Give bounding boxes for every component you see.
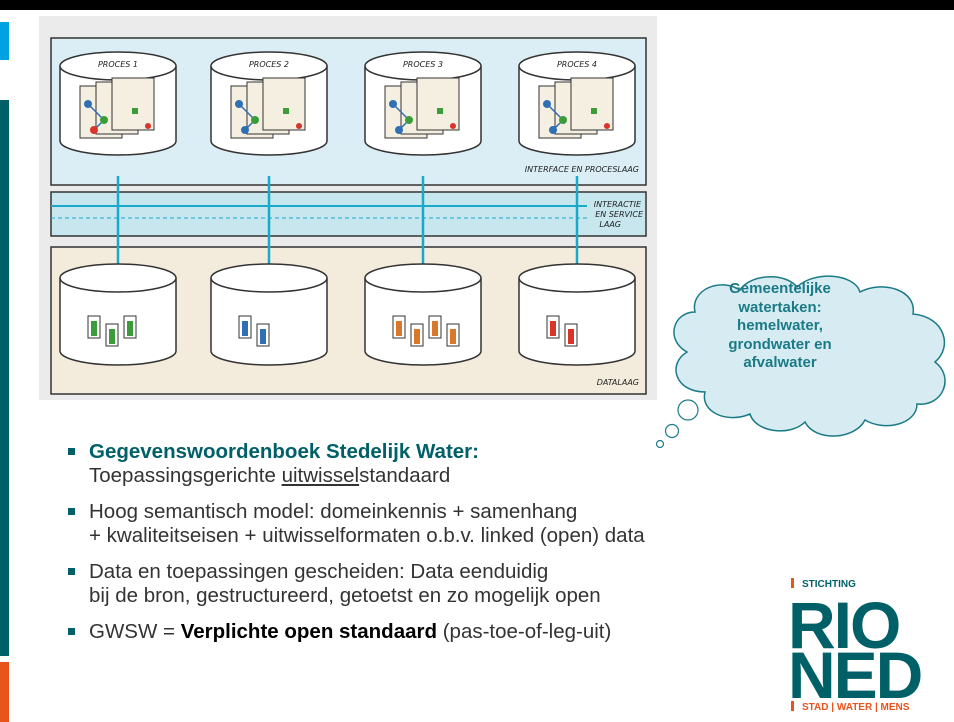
thought-bubble bbox=[655, 275, 946, 449]
callout-line-4: grondwater en bbox=[728, 335, 832, 353]
top-border bbox=[0, 0, 954, 10]
data-cylinder bbox=[210, 263, 328, 366]
bullet-4: GWSW = Verplichte open standaard (pas-to… bbox=[66, 620, 806, 644]
bullet-4-post: (pas-toe-of-leg-uit) bbox=[437, 620, 612, 643]
callout-text: Gemeentelijke watertaken: hemelwater, gr… bbox=[700, 280, 860, 373]
data-cylinder bbox=[59, 263, 177, 366]
bullet-1-post: standaard bbox=[359, 464, 451, 487]
bullet-marker bbox=[68, 568, 75, 575]
bullet-3-line-1: Data en toepassingen gescheiden: Data ee… bbox=[89, 560, 549, 583]
bullet-2-line-1: Hoog semantisch model: domeinkennis + sa… bbox=[89, 500, 578, 523]
service-layer-label-1: INTERACTIE bbox=[594, 200, 642, 209]
bullet-2-line-2: + kwaliteitseisen + uitwisselformaten o.… bbox=[89, 524, 645, 547]
data-cylinder bbox=[364, 263, 482, 366]
process-cylinder bbox=[210, 51, 328, 156]
bullet-1-pre: Toepassingsgerichte bbox=[89, 464, 282, 487]
svg-text:RIO: RIO bbox=[788, 588, 899, 662]
bullet-1-underlined: uitwissel bbox=[281, 464, 360, 487]
callout-line-1: Gemeentelijke bbox=[729, 280, 831, 297]
accent-bar-orange bbox=[0, 662, 9, 722]
data-layer-label: DATALAAG bbox=[597, 378, 639, 387]
process-label-4: PROCES 4 bbox=[557, 60, 597, 69]
callout-line-3: hemelwater, bbox=[737, 317, 823, 334]
bullet-1-title: Gegevenswoordenboek Stedelijk Water: bbox=[89, 440, 479, 463]
bullet-marker bbox=[68, 448, 75, 455]
data-cylinder bbox=[518, 263, 636, 366]
svg-text:STICHTING: STICHTING bbox=[802, 579, 856, 590]
bullet-list: Gegevenswoordenboek Stedelijk Water: Toe… bbox=[66, 440, 806, 656]
process-cylinder bbox=[59, 51, 177, 156]
process-cylinder bbox=[364, 51, 482, 156]
callout-line-5: afvalwater bbox=[743, 354, 817, 371]
process-label-3: PROCES 3 bbox=[403, 60, 443, 69]
bullet-marker bbox=[68, 508, 75, 515]
service-layer bbox=[50, 191, 647, 237]
rioned-logo: STICHTING RIO NED STAD | WATER | MENS bbox=[788, 578, 923, 713]
architecture-diagram: PROCES 1 PROCES 2 PROCES 3 PROCES 4 INTE… bbox=[39, 16, 657, 400]
bullet-3: Data en toepassingen gescheiden: Data ee… bbox=[66, 560, 806, 608]
accent-bar-teal bbox=[0, 100, 9, 656]
process-label-2: PROCES 2 bbox=[249, 60, 289, 69]
bullet-4-bold: Verplichte open standaard bbox=[180, 620, 438, 643]
bullet-2: Hoog semantisch model: domeinkennis + sa… bbox=[66, 500, 806, 548]
accent-bar-blue bbox=[0, 22, 9, 60]
bullet-4-pre: GWSW = bbox=[89, 620, 181, 643]
interface-layer-label: INTERFACE EN PROCESLAAG bbox=[525, 165, 639, 174]
service-layer-label-2: EN SERVICE bbox=[595, 210, 644, 219]
bullet-1: Gegevenswoordenboek Stedelijk Water: Toe… bbox=[66, 440, 806, 488]
process-label-1: PROCES 1 bbox=[98, 60, 138, 69]
svg-text:STAD | WATER | MENS: STAD | WATER | MENS bbox=[802, 702, 910, 713]
service-layer-label-3: LAAG bbox=[599, 220, 621, 229]
bullet-marker bbox=[68, 628, 75, 635]
process-cylinder bbox=[518, 51, 636, 156]
bullet-3-line-2: bij de bron, gestructureerd, getoetst en… bbox=[89, 584, 601, 607]
svg-text:NED: NED bbox=[788, 638, 921, 712]
callout-line-2: watertaken: bbox=[738, 298, 822, 316]
